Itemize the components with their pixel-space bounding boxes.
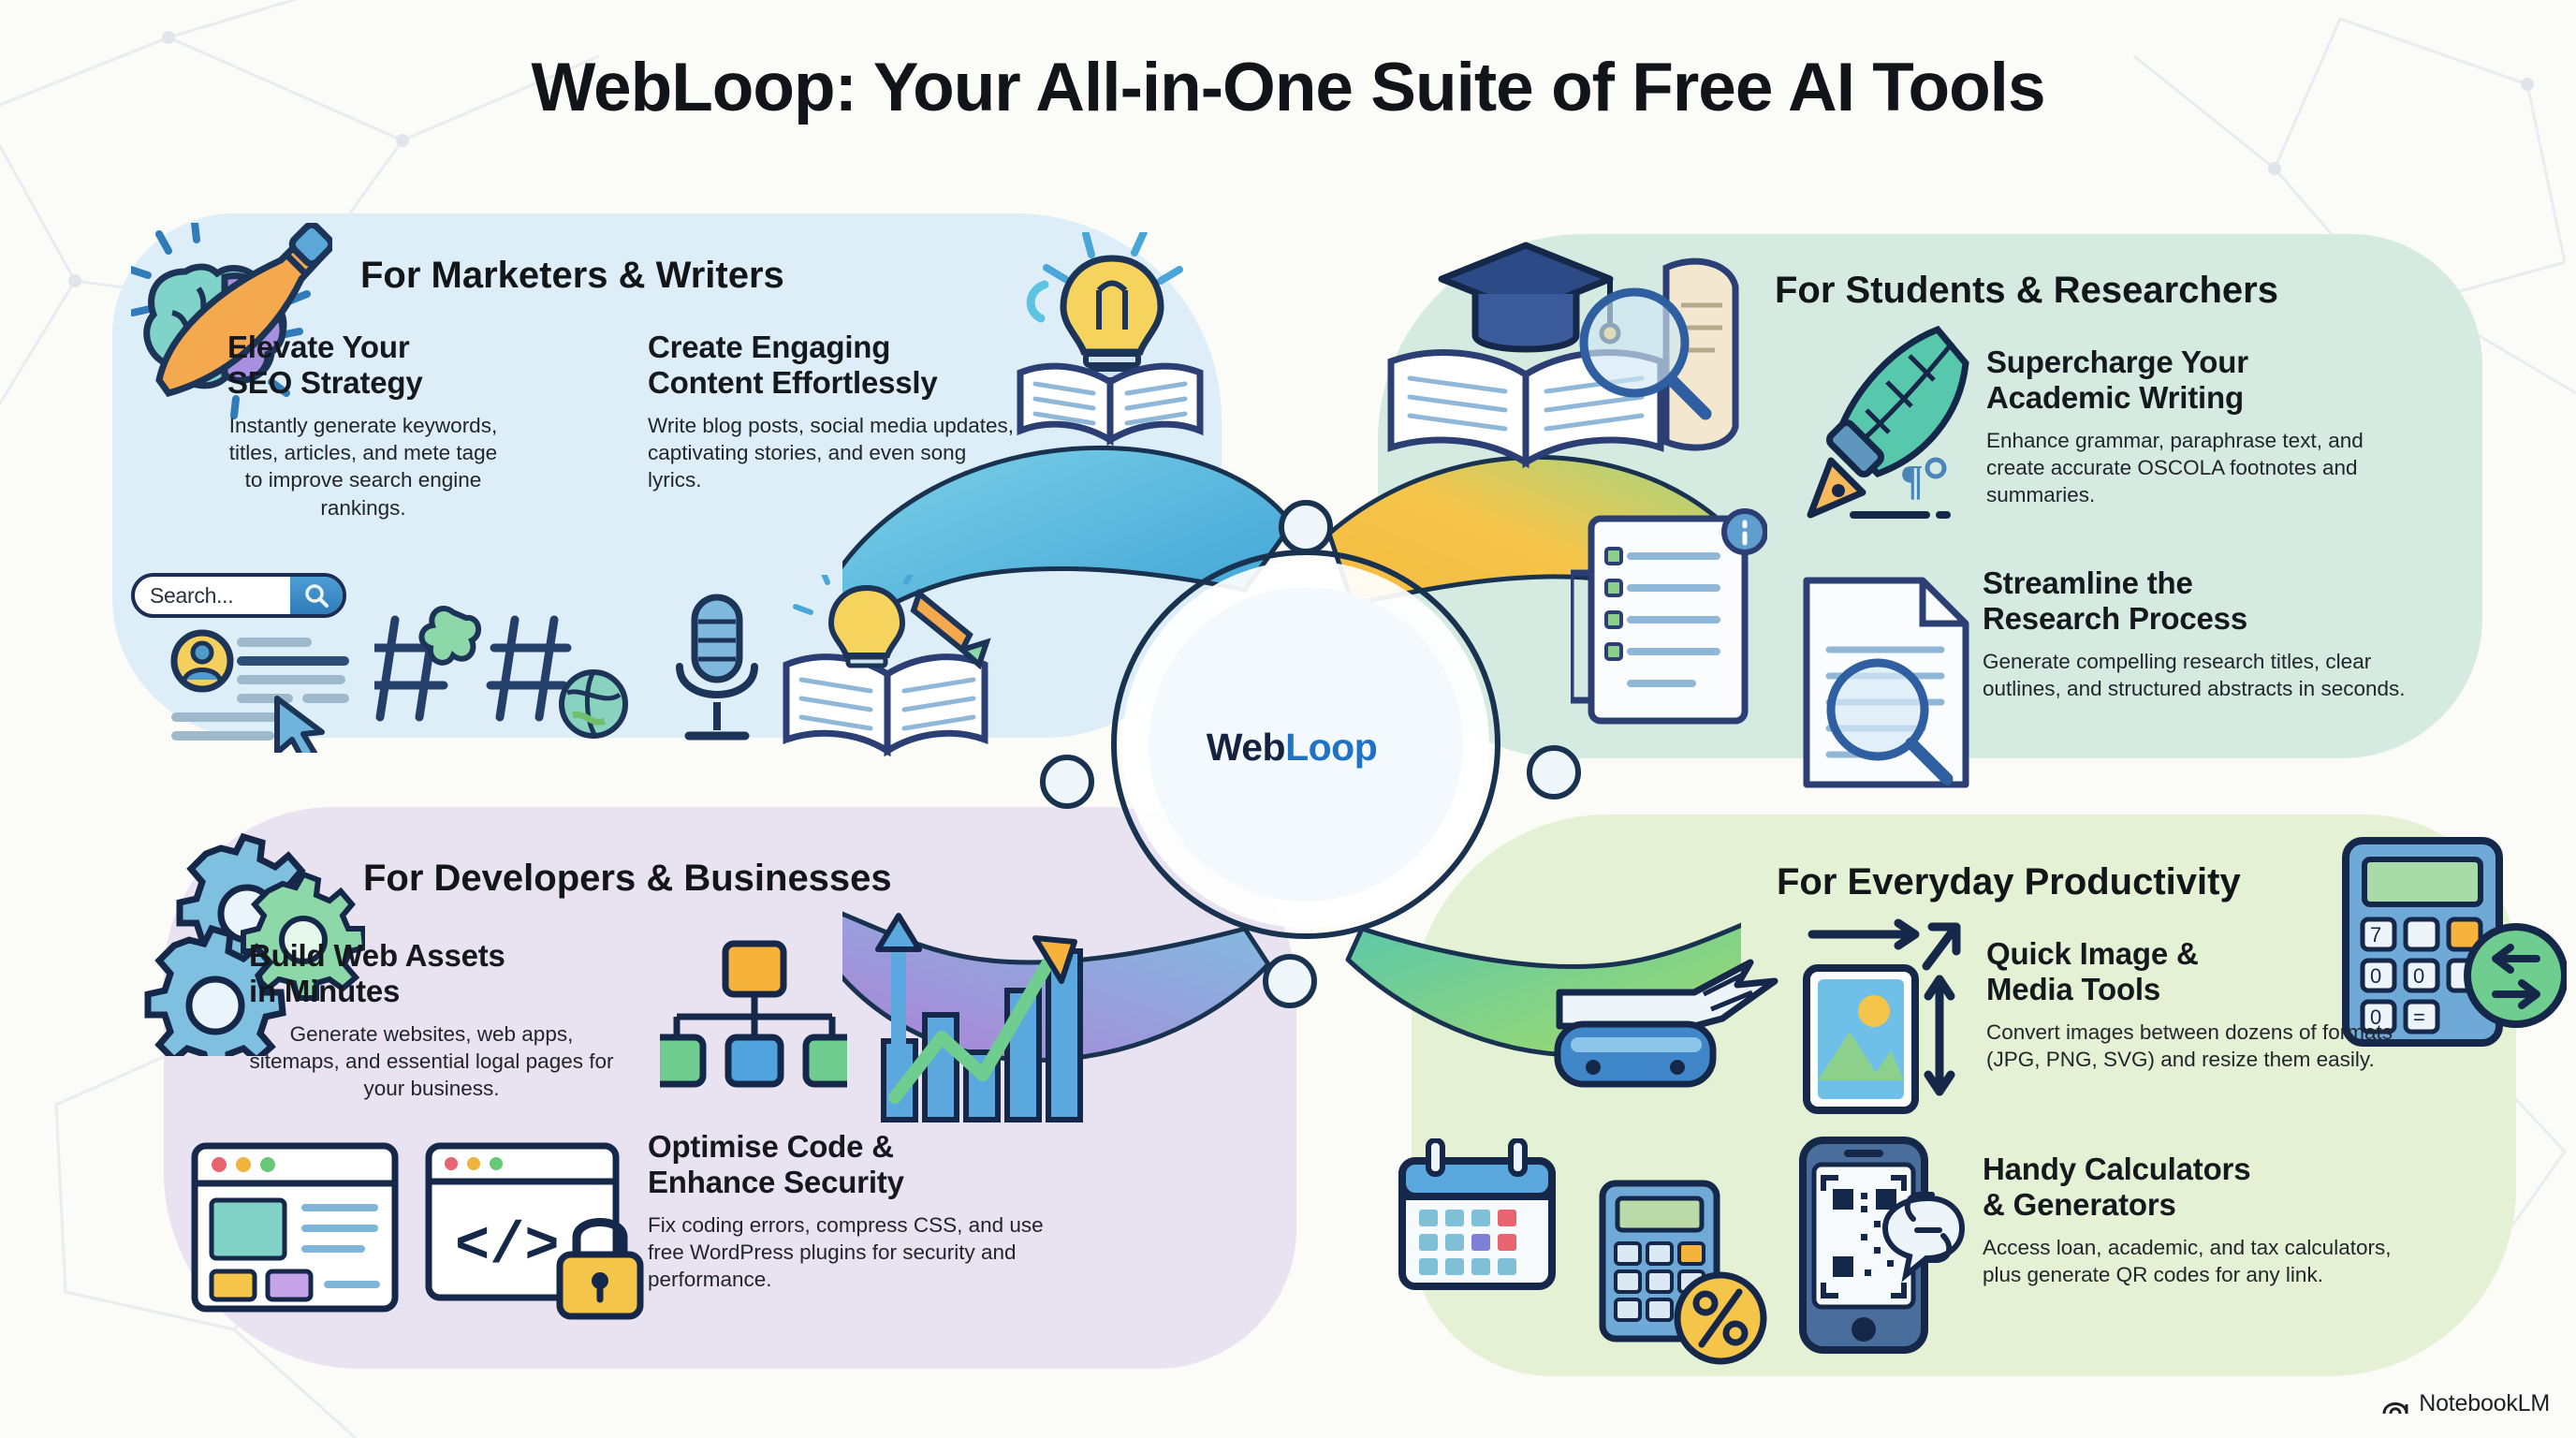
block-create-content-title: Create Engaging Content Effortlessly xyxy=(648,330,938,401)
block-build-web-assets: Build Web Assets in Minutes Generate web… xyxy=(249,938,614,1103)
block-seo-strategy-title: Elevate Your SEO Strategy xyxy=(227,330,423,401)
block-academic-writing-body: Enhance grammar, paraphrase text, and cr… xyxy=(1986,428,2364,507)
svg-text:</>: </> xyxy=(455,1213,560,1280)
brain-pen-icon xyxy=(131,223,332,419)
growth-chart-icon xyxy=(875,913,1083,1123)
block-seo-strategy: Elevate Your SEO Strategy Instantly gene… xyxy=(227,330,499,521)
calculator-icon: 7 0 0 0 = xyxy=(2342,837,2567,1047)
svg-text:7: 7 xyxy=(2370,923,2381,946)
block-image-media-tools-title: Quick Image & Media Tools xyxy=(1986,936,2199,1007)
block-create-content-body: Write blog posts, social media updates, … xyxy=(648,413,1015,492)
hub-logo-web: Web xyxy=(1206,726,1286,769)
resize-arrows-icon xyxy=(1803,918,1961,1114)
search-input-placeholder: Search... xyxy=(150,582,234,608)
gear-icon xyxy=(144,832,365,1056)
watermark: NotebookLM xyxy=(2381,1390,2550,1417)
block-optimise-code: Optimise Code & Enhance Security Fix cod… xyxy=(648,1129,1067,1294)
block-optimise-code-body: Fix coding errors, compress CSS, and use… xyxy=(648,1212,1044,1292)
code-window-icon: </> xyxy=(425,1142,644,1320)
heading-students-researchers: For Students & Researchers xyxy=(1775,270,2278,311)
sitemap-icon xyxy=(660,940,847,1088)
calendar-icon xyxy=(1398,1138,1556,1290)
svg-text:0: 0 xyxy=(2370,964,2381,988)
svg-text:¶: ¶ xyxy=(1900,456,1924,504)
percent-icon xyxy=(1599,1180,1767,1365)
svg-text:0: 0 xyxy=(2413,964,2424,988)
block-image-media-tools: Quick Image & Media Tools Convert images… xyxy=(1986,936,2408,1073)
user-profile-icon xyxy=(170,629,349,753)
document-search-icon xyxy=(1803,577,1969,788)
block-build-web-assets-title: Build Web Assets in Minutes xyxy=(249,938,505,1009)
block-calculators-generators: Handy Calculators & Generators Access lo… xyxy=(1983,1152,2404,1288)
block-academic-writing-title: Supercharge Your Academic Writing xyxy=(1986,345,2248,416)
block-image-media-tools-body: Convert images between dozens of formats… xyxy=(1986,1020,2393,1071)
block-optimise-code-title: Optimise Code & Enhance Security xyxy=(648,1129,904,1200)
block-research-process-title: Streamline the Research Process xyxy=(1983,565,2247,637)
svg-text:0: 0 xyxy=(2370,1005,2381,1029)
hashtag-icon xyxy=(374,606,628,739)
search-button[interactable] xyxy=(290,577,343,614)
search-input[interactable]: Search... xyxy=(131,573,346,618)
panel-everyday-productivity xyxy=(1412,814,2516,1376)
open-book-idea-icon xyxy=(783,575,991,757)
smartphone-qr-icon xyxy=(1799,1137,1966,1354)
hub-logo-label: WebLoop xyxy=(1030,726,1554,770)
browser-window-icon xyxy=(191,1142,399,1313)
heading-everyday-productivity: For Everyday Productivity xyxy=(1777,861,2241,902)
block-research-process: Streamline the Research Process Generate… xyxy=(1983,565,2422,702)
block-academic-writing: Supercharge Your Academic Writing Enhanc… xyxy=(1986,345,2426,509)
lightbulb-book-icon xyxy=(1017,232,1204,447)
block-seo-strategy-body: Instantly generate keywords, titles, art… xyxy=(228,413,498,520)
block-calculators-generators-title: Handy Calculators & Generators xyxy=(1983,1152,2251,1223)
microphone-icon xyxy=(676,594,758,741)
heading-marketers-writers: For Marketers & Writers xyxy=(360,255,784,296)
hub-logo-loop: Loop xyxy=(1285,726,1378,769)
swiss-army-knife-icon xyxy=(1554,959,1778,1088)
watermark-label: NotebookLM xyxy=(2419,1390,2550,1416)
page-title: WebLoop: Your All-in-One Suite of Free A… xyxy=(531,50,2045,125)
svg-text:=: = xyxy=(2413,1005,2425,1029)
panel-productivity-background xyxy=(1412,814,2516,1376)
search-icon xyxy=(305,584,329,608)
graduation-cap-icon xyxy=(1387,242,1739,469)
heading-developers-businesses: For Developers & Businesses xyxy=(363,858,892,899)
notebooklm-logo-icon xyxy=(2382,1401,2408,1414)
block-create-content: Create Engaging Content Effortlessly Wri… xyxy=(648,330,1022,494)
block-research-process-body: Generate compelling research titles, cle… xyxy=(1983,649,2406,700)
quill-pen-icon: ¶ xyxy=(1807,325,1969,519)
block-calculators-generators-body: Access loan, academic, and tax calculato… xyxy=(1983,1235,2392,1286)
document-checklist-icon xyxy=(1571,508,1767,725)
block-build-web-assets-body: Generate websites, web apps, sitemaps, a… xyxy=(249,1021,614,1101)
